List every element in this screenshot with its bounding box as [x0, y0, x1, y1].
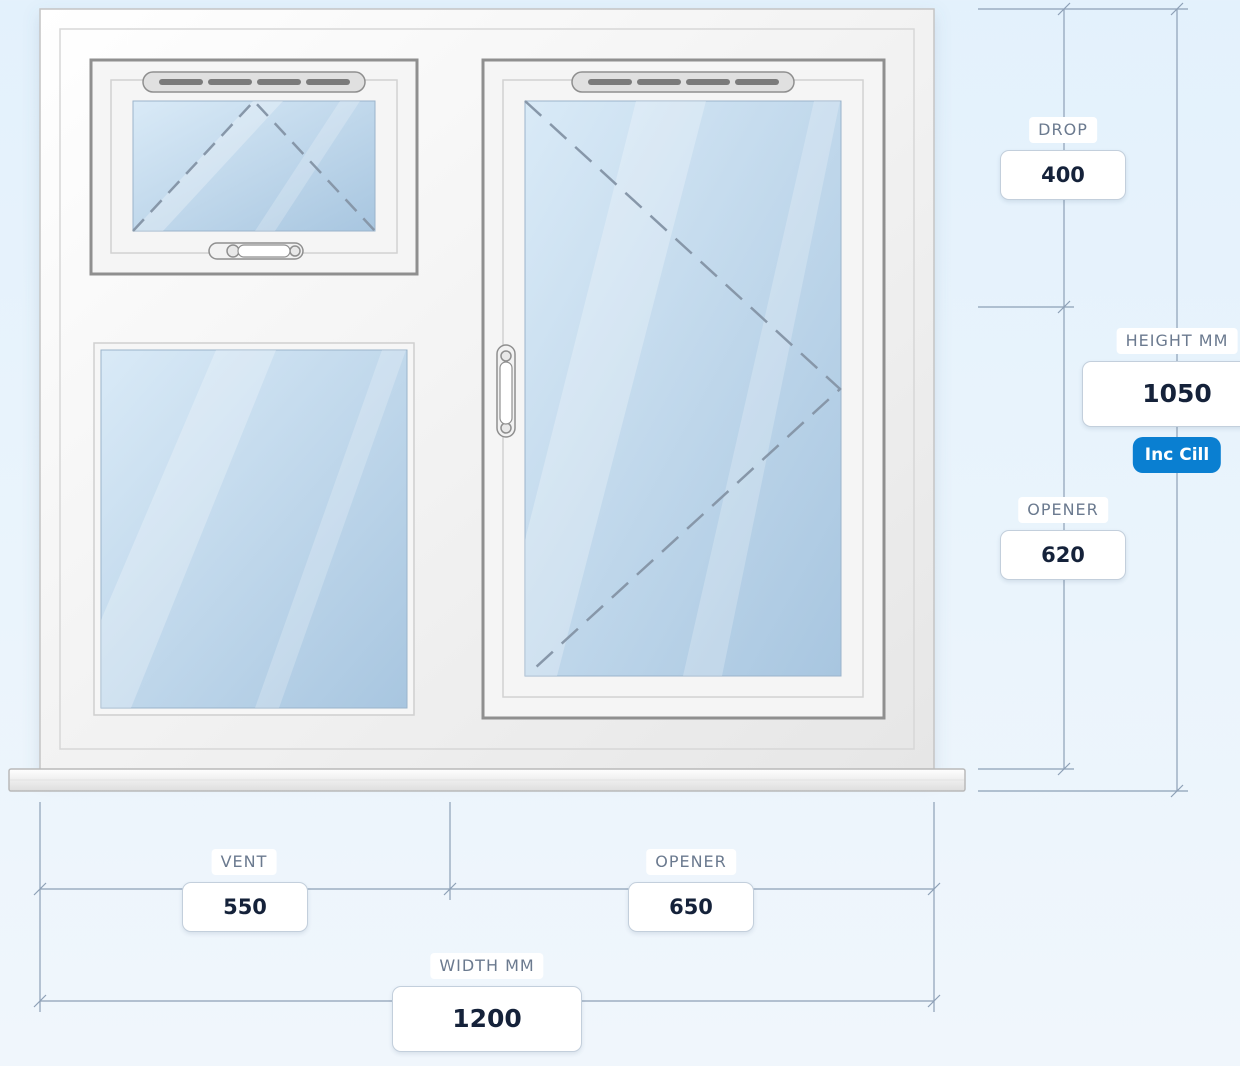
- height-label: HEIGHT MM: [1116, 328, 1238, 354]
- window-handle-icon[interactable]: [208, 242, 304, 260]
- height-opener-label: OPENER: [1018, 497, 1108, 523]
- inner-frame-line: [59, 28, 915, 750]
- trickle-vent-icon: [571, 71, 795, 93]
- window-handle-icon[interactable]: [496, 344, 516, 438]
- fixed-pane: [93, 342, 415, 716]
- height-opener-input[interactable]: 620: [1000, 530, 1126, 580]
- side-opener-sash[interactable]: [481, 58, 886, 720]
- drop-input[interactable]: 400: [1000, 150, 1126, 200]
- top-vent-sash[interactable]: [89, 58, 419, 276]
- width-input[interactable]: 1200: [392, 986, 582, 1052]
- vent-label: VENT: [211, 849, 277, 875]
- width-label: WIDTH MM: [430, 953, 544, 979]
- drop-label: DROP: [1029, 117, 1097, 143]
- width-opener-label: OPENER: [646, 849, 736, 875]
- opening-direction-icon: [524, 100, 842, 669]
- trickle-vent-icon: [142, 71, 366, 93]
- height-input[interactable]: 1050: [1082, 361, 1240, 427]
- window-cill: [8, 768, 966, 792]
- inc-cill-badge[interactable]: Inc Cill: [1132, 437, 1222, 473]
- vent-input[interactable]: 550: [182, 882, 308, 932]
- opening-direction-icon: [132, 99, 376, 232]
- width-opener-input[interactable]: 650: [628, 882, 754, 932]
